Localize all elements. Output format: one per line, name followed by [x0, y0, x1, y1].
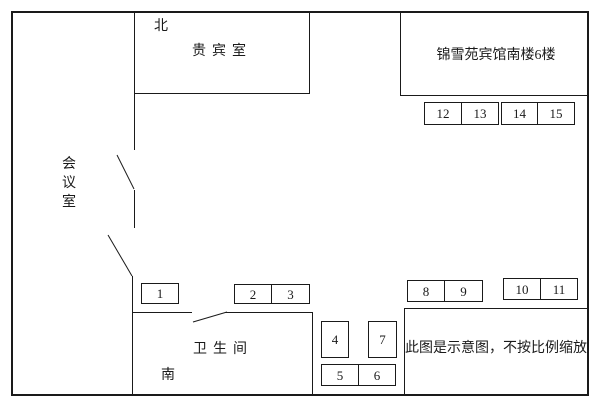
numbered-box-10: 10 [503, 278, 541, 300]
numbered-box-12: 12 [424, 102, 462, 125]
numbered-box-9: 9 [444, 280, 483, 302]
diagram-title: 锦雪苑宾馆南楼6楼 [436, 48, 556, 63]
meeting-room-label: 会议室 [62, 157, 76, 210]
restroom-wall-right [225, 312, 313, 394]
numbered-box-5: 5 [321, 364, 359, 386]
numbered-box-11: 11 [540, 278, 578, 300]
numbered-box-2: 2 [234, 284, 272, 304]
note-box-walls [404, 308, 588, 394]
title-box-walls [400, 12, 588, 96]
vip-room-walls [134, 12, 310, 94]
restroom-label: 卫生间 [193, 342, 253, 357]
numbered-box-13: 13 [461, 102, 499, 125]
numbered-box-7: 7 [368, 321, 397, 358]
door-leaf-lower [107, 234, 133, 277]
compass-south-label: 南 [161, 368, 175, 383]
door-leaf-restroom [192, 311, 228, 323]
outer-border [11, 11, 589, 396]
numbered-box-14: 14 [501, 102, 538, 125]
numbered-box-15: 15 [537, 102, 575, 125]
numbered-box-4: 4 [321, 321, 349, 358]
scale-note: 此图是示意图，不按比例缩放 [405, 341, 587, 356]
numbered-box-1: 1 [141, 283, 179, 304]
door-leaf-upper [116, 154, 135, 190]
vip-room-label: 贵宾室 [192, 44, 252, 59]
numbered-box-6: 6 [358, 364, 396, 386]
numbered-box-3: 3 [271, 284, 310, 304]
compass-north-label: 北 [154, 19, 168, 34]
numbered-box-8: 8 [407, 280, 445, 302]
